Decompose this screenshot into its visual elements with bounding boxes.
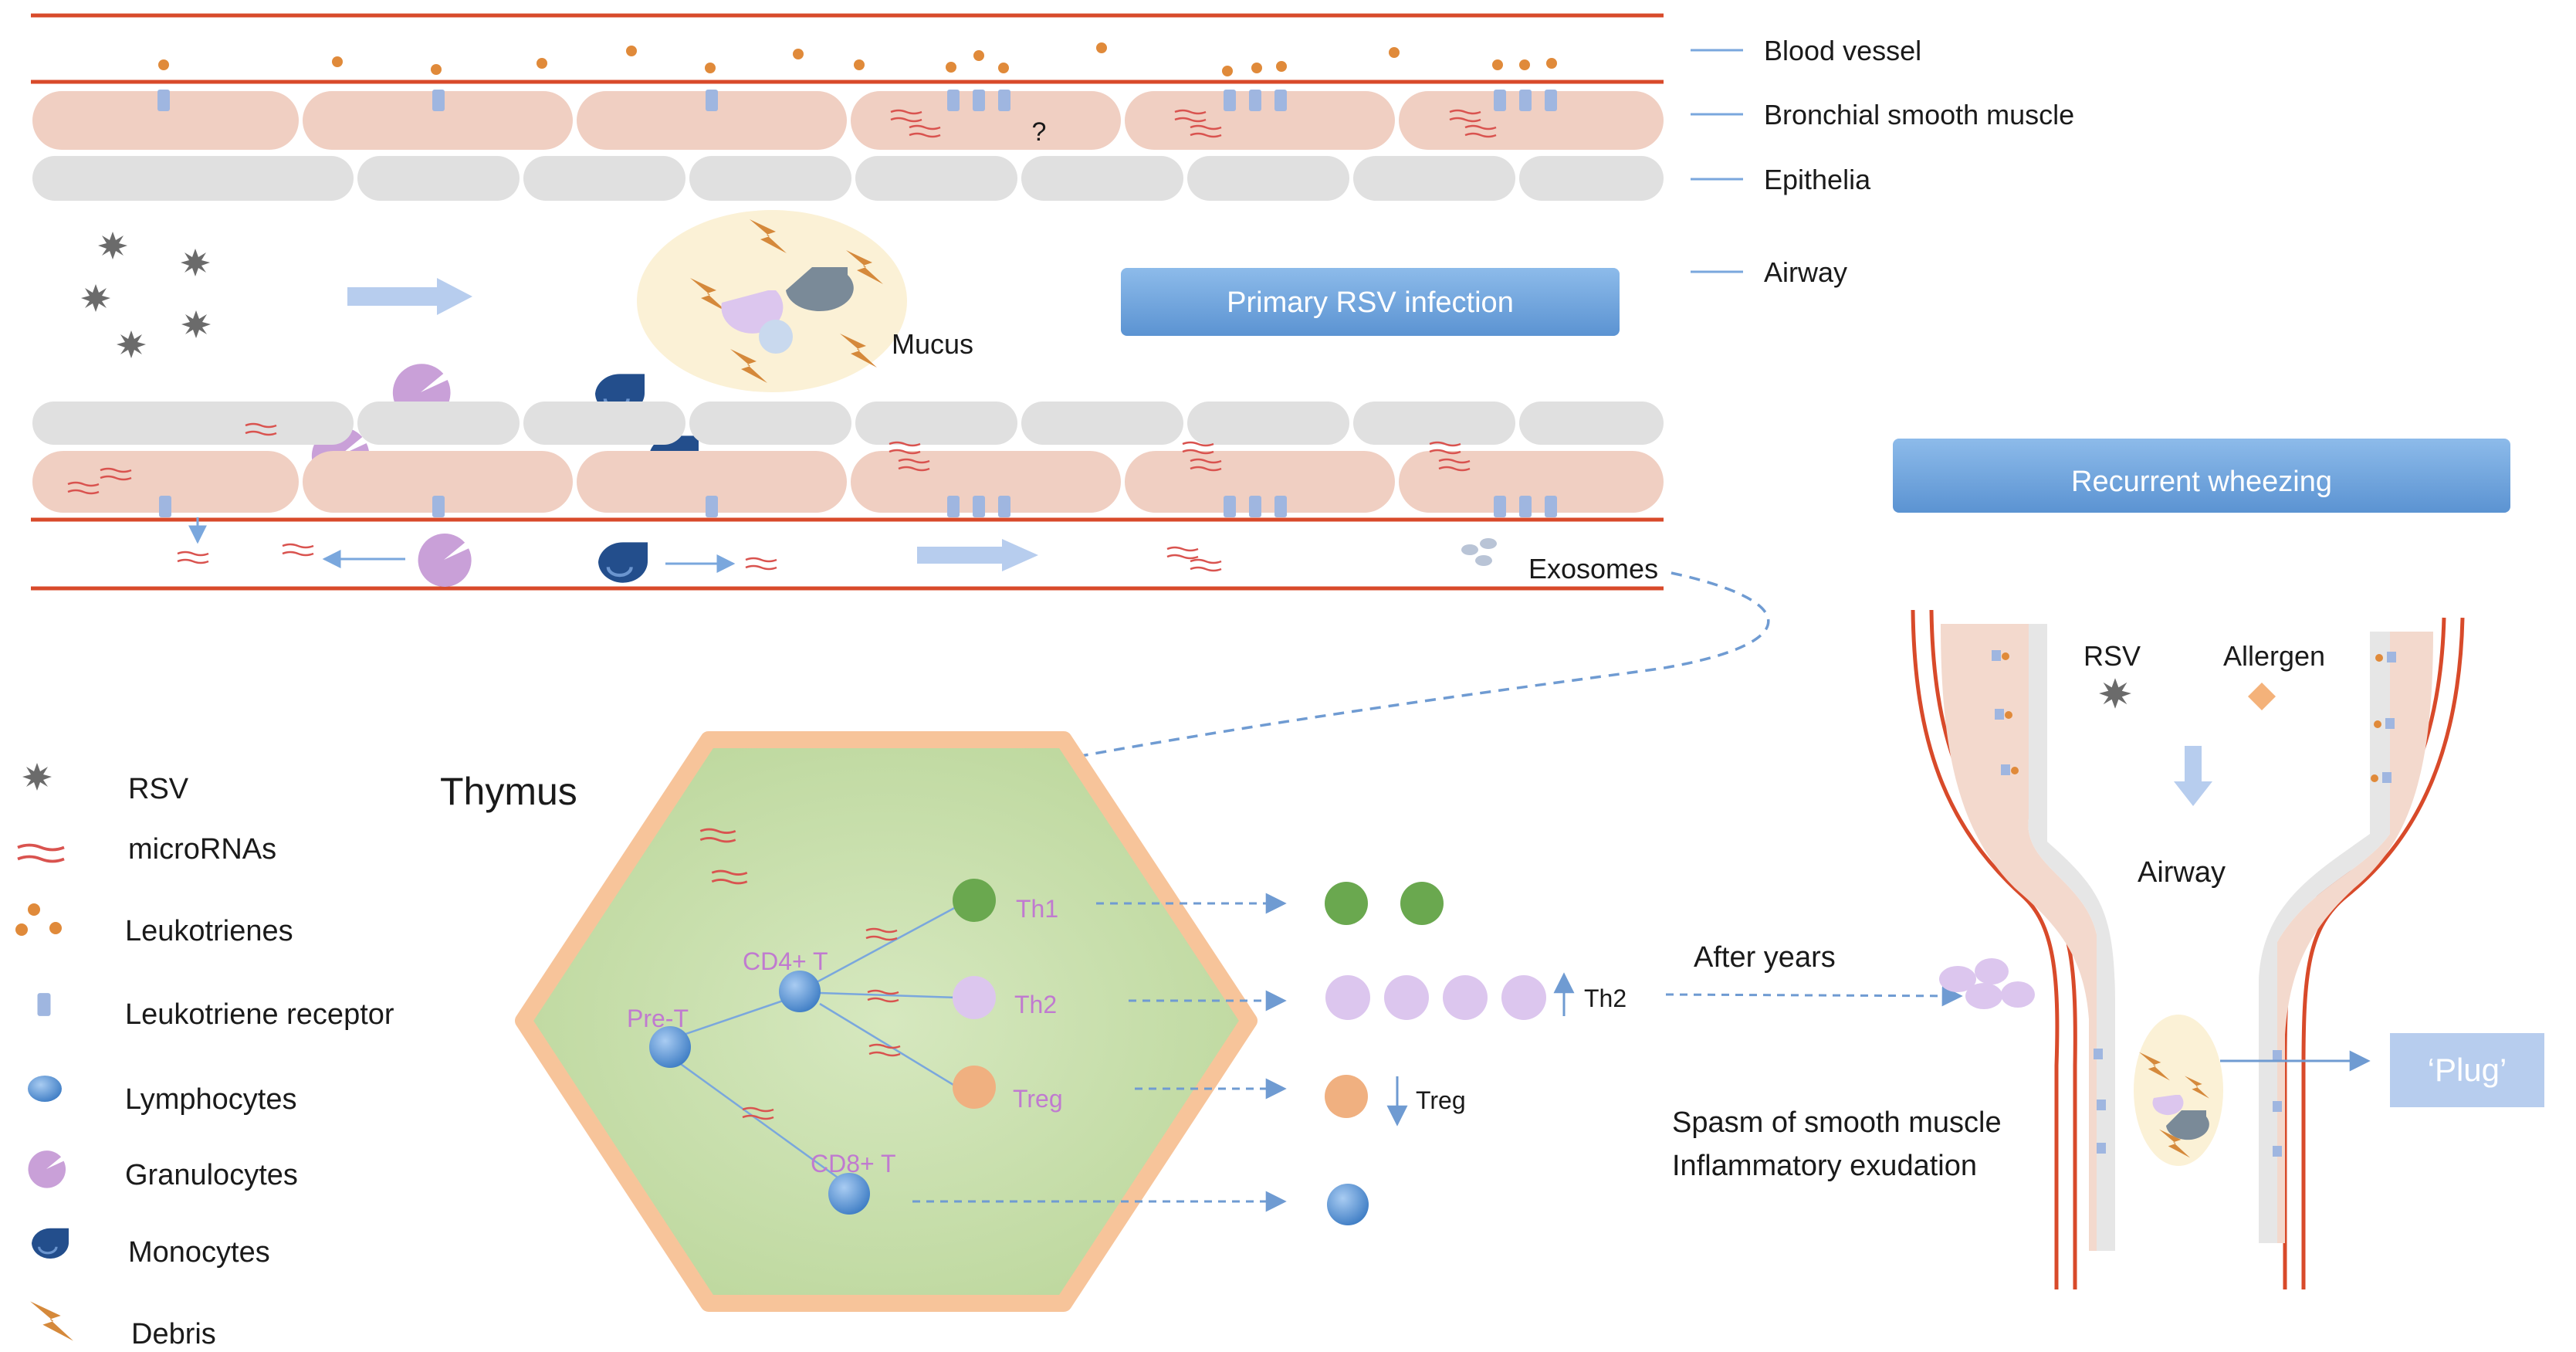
treg-output-label: Treg bbox=[1416, 1086, 1466, 1114]
plug-label: ‘Plug’ bbox=[2428, 1052, 2507, 1088]
th1-output-cells bbox=[1325, 882, 1444, 925]
smooth-muscle-bottom bbox=[32, 451, 1664, 513]
right-airway-left-wall bbox=[1911, 609, 2115, 1289]
cd4-t-label: CD4+ T bbox=[743, 947, 828, 975]
exosomes-label: Exosomes bbox=[1528, 553, 1658, 585]
airway-down-arrow bbox=[2174, 746, 2212, 806]
thymus-hexagon bbox=[515, 731, 1258, 1312]
rsv-right-label: RSV bbox=[2083, 640, 2141, 672]
layer-label-airway: Airway bbox=[1764, 256, 1847, 288]
recurrent-wheezing-label: Recurrent wheezing bbox=[2071, 466, 2332, 498]
question-mark: ? bbox=[1032, 117, 1047, 147]
cd8-t-cell bbox=[828, 1173, 870, 1215]
layer-label-epithelia: Epithelia bbox=[1764, 164, 1871, 195]
lower-vessel-contents bbox=[176, 517, 1497, 588]
primary-infection-label: Primary RSV infection bbox=[1227, 286, 1514, 319]
upper-vessel bbox=[31, 13, 1664, 84]
debris-icon bbox=[30, 1301, 73, 1341]
epithelia-bottom bbox=[32, 402, 1664, 445]
pre-t-cell bbox=[649, 1026, 691, 1068]
monocyte-icon bbox=[30, 1226, 70, 1260]
recurrent-wheezing-box: Recurrent wheezing bbox=[1893, 439, 2510, 513]
plug-granulocyte bbox=[2152, 1095, 2184, 1116]
legend-label-micrornas: microRNAs bbox=[128, 833, 276, 866]
granulocyte-icon bbox=[28, 1150, 66, 1188]
th2-cell bbox=[953, 976, 996, 1019]
th1-cell bbox=[953, 879, 996, 922]
layer-label-smooth-muscle: Bronchial smooth muscle bbox=[1764, 99, 2074, 130]
lymphocyte-in-mucus bbox=[759, 320, 793, 354]
microrna-icon bbox=[16, 843, 66, 863]
cd8-output-cell bbox=[1327, 1184, 1369, 1225]
exudation-label: Inflammatory exudation bbox=[1672, 1150, 1977, 1182]
right-airway-leukotrienes bbox=[2002, 652, 2383, 782]
leukotriene-icon bbox=[15, 903, 62, 936]
layer-label-blood-vessel: Blood vessel bbox=[1764, 35, 1921, 66]
legend-label-debris: Debris bbox=[131, 1318, 216, 1350]
lower-vessel bbox=[31, 517, 1664, 591]
th2-label: Th2 bbox=[1014, 991, 1057, 1018]
thymus-output-arrows bbox=[912, 893, 1287, 1212]
plug-monocyte bbox=[2166, 1110, 2209, 1140]
th2-output-label: Th2 bbox=[1584, 984, 1627, 1012]
primary-infection-box: Primary RSV infection bbox=[1121, 268, 1620, 336]
rsv-icon bbox=[22, 763, 52, 791]
after-years-arrow bbox=[1665, 985, 1963, 1007]
airway-right-label: Airway bbox=[2138, 856, 2226, 889]
thymus-lineage-lines bbox=[669, 905, 958, 1183]
mucus-label: Mucus bbox=[892, 328, 973, 360]
leukotriene-dots-top bbox=[158, 42, 1557, 76]
legend-label-granulocytes: Granulocytes bbox=[125, 1159, 298, 1191]
mucus-plug bbox=[2134, 1015, 2223, 1166]
pre-t-label: Pre-T bbox=[627, 1005, 689, 1032]
after-years-label: After years bbox=[1694, 941, 1836, 974]
rsv-right-icon bbox=[2099, 678, 2131, 709]
lymphocyte-icon bbox=[28, 1076, 62, 1102]
legend-label-monocytes: Monocytes bbox=[128, 1236, 270, 1269]
monocyte-in-mucus bbox=[786, 267, 854, 312]
epithelia-top bbox=[32, 156, 1664, 201]
leukotriene-receptor-icon bbox=[37, 993, 51, 1016]
right-airway-receptors bbox=[1992, 650, 2396, 1157]
th2-output-cells bbox=[1325, 975, 1546, 1020]
cell-legend: RSV microRNAs Leukotrienes Leukotriene r… bbox=[15, 763, 394, 1350]
th2-cluster-at-airway bbox=[1939, 958, 2035, 1009]
legend-label-lymphocytes: Lymphocytes bbox=[125, 1083, 296, 1116]
th1-label: Th1 bbox=[1016, 895, 1058, 923]
legend-label-leukotrienes: Leukotrienes bbox=[125, 915, 293, 947]
allergen-label: Allergen bbox=[2223, 640, 2325, 672]
treg-output-cell bbox=[1325, 1075, 1368, 1118]
treg-label: Treg bbox=[1013, 1085, 1063, 1113]
legend-label-rsv: RSV bbox=[128, 773, 189, 805]
right-airway-right-wall bbox=[2259, 617, 2465, 1289]
thymus-title: Thymus bbox=[440, 770, 577, 813]
legend-label-leukotriene-receptor: Leukotriene receptor bbox=[125, 998, 394, 1031]
lumen-flow-arrow bbox=[347, 278, 472, 315]
cd8-t-label: CD8+ T bbox=[811, 1150, 896, 1177]
layer-legend: Blood vessel Bronchial smooth muscle Epi… bbox=[1691, 35, 2074, 288]
cd4-t-cell bbox=[779, 971, 821, 1012]
treg-cell bbox=[953, 1066, 996, 1109]
allergen-icon bbox=[2248, 683, 2276, 710]
smooth-muscle-top bbox=[32, 91, 1664, 150]
spasm-label: Spasm of smooth muscle bbox=[1672, 1106, 2002, 1139]
plug-box: ‘Plug’ bbox=[2390, 1033, 2544, 1107]
